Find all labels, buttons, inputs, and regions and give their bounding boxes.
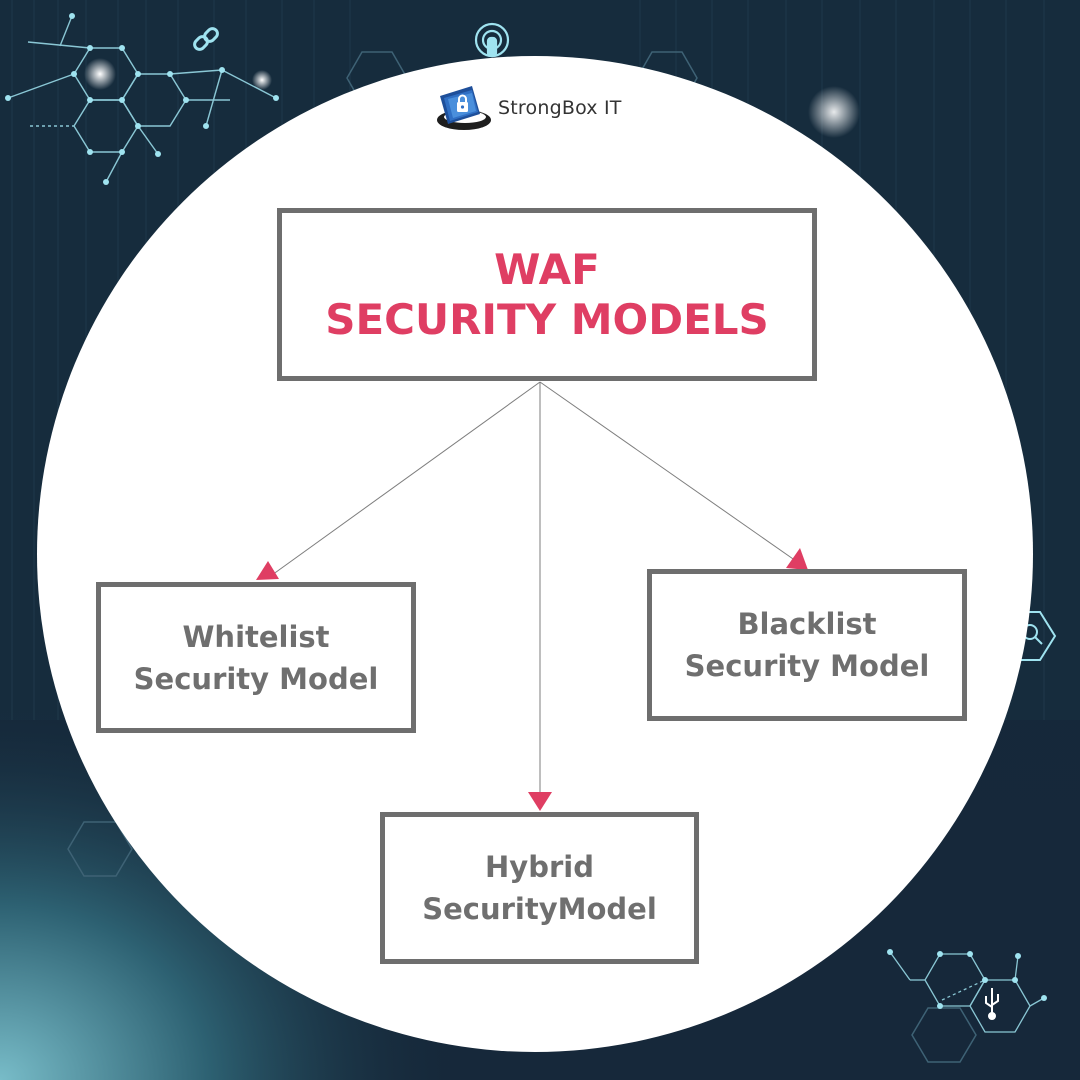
lock-folder-logo-icon	[437, 86, 491, 130]
blacklist-line-1: Blacklist	[737, 607, 877, 641]
usb-icon	[985, 988, 999, 1020]
whitelist-model-box: Whitelist Security Model	[96, 582, 416, 733]
title-line-1: WAF	[494, 244, 600, 294]
hybrid-model-box: Hybrid SecurityModel	[380, 812, 699, 964]
hybrid-line-2: SecurityModel	[422, 892, 657, 926]
hybrid-line-1: Hybrid	[485, 850, 594, 884]
brand-logo: StrongBox IT	[434, 84, 622, 132]
blacklist-line-2: Security Model	[684, 649, 930, 683]
whitelist-line-2: Security Model	[133, 661, 379, 696]
brand-name: StrongBox IT	[498, 97, 622, 119]
blacklist-model-box: Blacklist Security Model	[647, 569, 967, 721]
link-icon	[193, 27, 219, 51]
touch-icon	[474, 22, 510, 58]
title-box: WAF SECURITY MODELS	[277, 208, 817, 381]
whitelist-line-1: Whitelist	[182, 619, 330, 654]
title-line-2: SECURITY MODELS	[325, 294, 769, 344]
